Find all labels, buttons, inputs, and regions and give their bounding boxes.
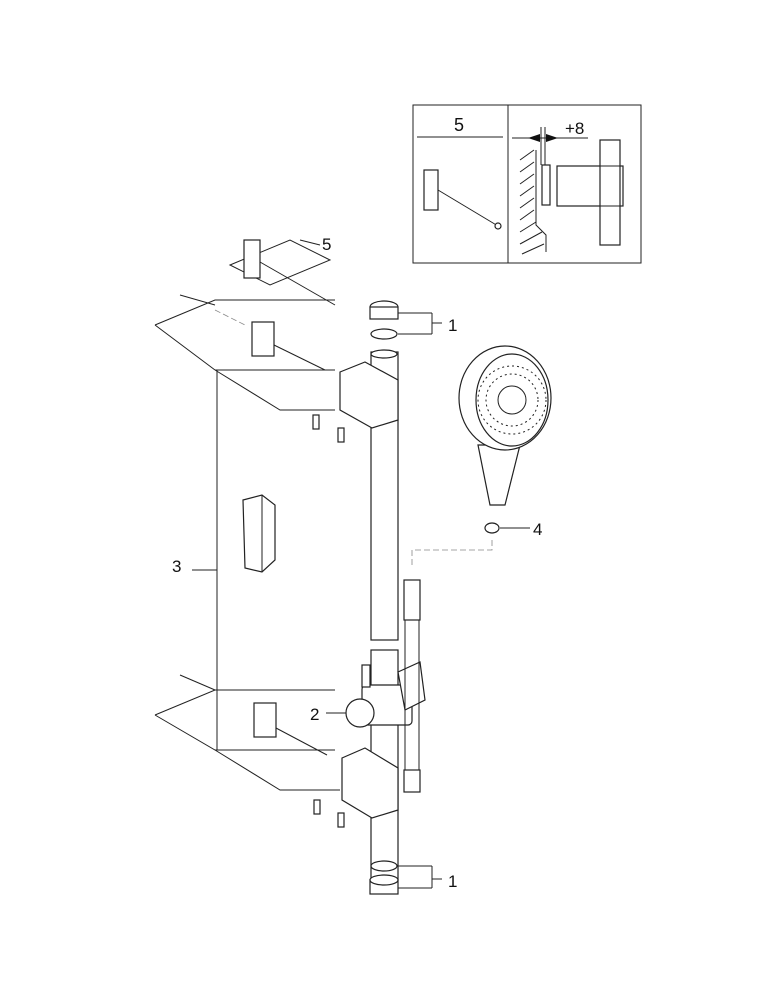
inset-detail: 5 +8 [412,104,642,264]
shower-rail [339,300,442,895]
bottom-fixings [179,674,345,828]
callout-washer: 4 [533,520,542,539]
callout-slider: 2 [310,705,319,724]
bar-adapter [242,494,276,573]
hand-shower [458,345,552,534]
callout-wall-bar: 3 [172,557,181,576]
callout-end-cap-top: 1 [448,316,457,335]
callout-end-cap-bottom: 1 [448,872,457,891]
hose [403,540,493,793]
inset-part-label: 5 [454,115,464,135]
callout-bracket-kit: 5 [322,235,331,254]
top-fixings: 5 [179,235,345,443]
inset-offset-label: +8 [565,119,584,138]
